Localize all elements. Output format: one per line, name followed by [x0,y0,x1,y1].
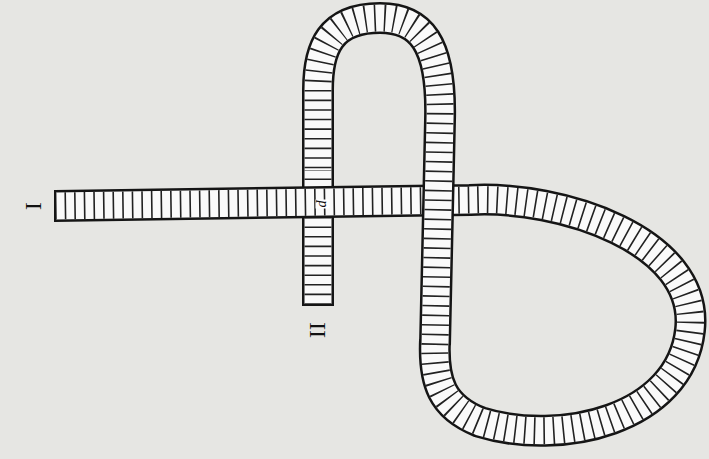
rope-segment [55,200,691,431]
rope-body [318,18,440,345]
end-label: I [22,202,46,210]
end-label: II [306,322,330,338]
rope-segment [318,18,440,345]
rope-strands [55,200,691,431]
rope-body [55,200,691,431]
rope-strands [318,18,440,345]
rope-end [54,190,56,222]
rope-end [302,304,334,306]
rope-outline [318,18,440,345]
rope-figure [55,18,691,431]
rope-outline [55,200,691,431]
crossing-label: p [315,200,329,209]
